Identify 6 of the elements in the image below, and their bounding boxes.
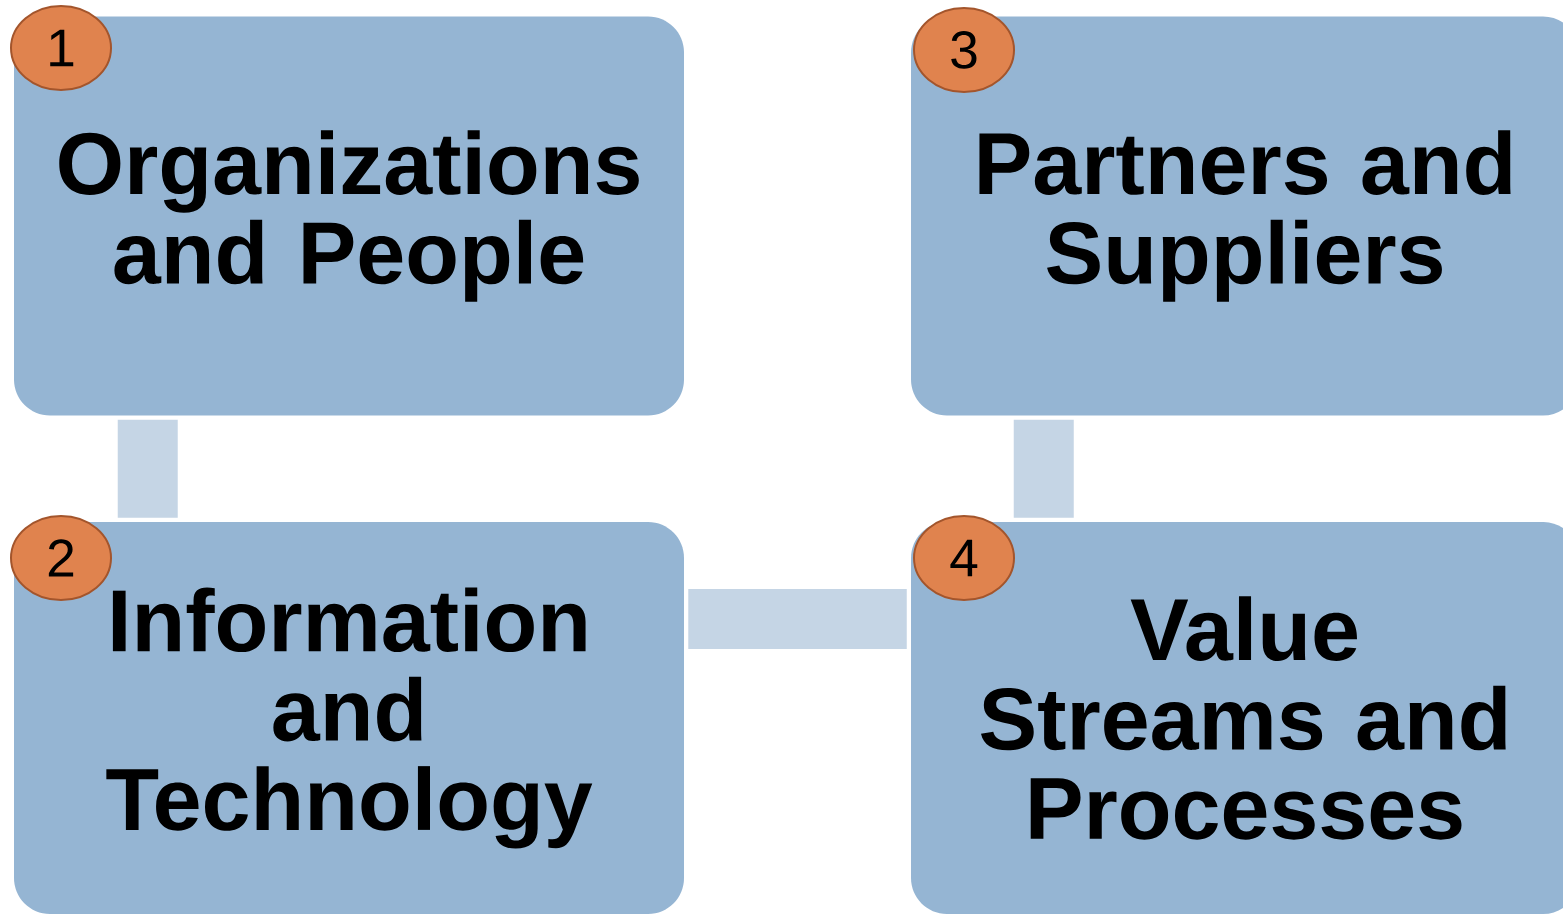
connector-bar [688, 589, 907, 649]
connector-bar [1013, 419, 1074, 518]
number-badge: 2 [10, 515, 112, 601]
number-badge: 1 [10, 5, 112, 91]
connector-bar [117, 419, 178, 518]
number-badge: 3 [913, 7, 1015, 93]
